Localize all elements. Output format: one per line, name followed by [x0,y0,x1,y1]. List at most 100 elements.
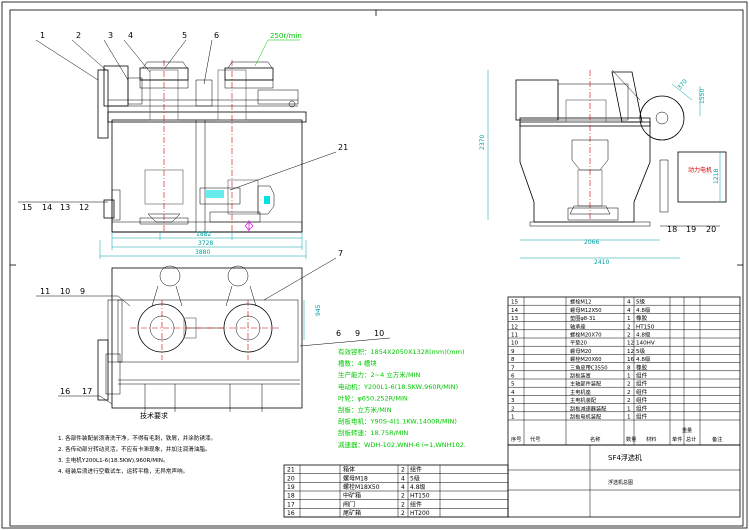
spec-line: 减速器：WDH-102,WNH-6 i=1,WNH102. [338,440,466,449]
bom-main-qty: 12 [627,341,634,347]
plan-view: 945 11 10 9 6 9 10 16 17 [36,265,391,412]
bom-header-weight: 重量 [682,427,692,434]
bom-main-qty: 2 [627,390,631,396]
bom-lower-no: 18 [287,493,295,500]
side-dim-total: 2410 [594,259,609,266]
bom-main-mat: 橡胶 [636,363,648,371]
inner-border [9,9,744,527]
bom-lower-name: 中矿箱 [343,492,361,500]
bom-main-mat: 组件 [636,404,648,412]
callout-11: 11 [40,287,50,296]
bom-main-mat: 组件 [636,413,648,421]
bom-lower-no: 16 [287,510,295,517]
bom-main-mat: HT150 [636,324,655,330]
bom-lower-qty: 2 [401,467,405,474]
spec-line: 有效容积：1854X2050X1328(mm)(mm) [338,347,465,356]
callout-7: 7 [338,249,343,258]
side-dim-height: 2370 [479,135,486,150]
bom-main-no: 7 [511,365,515,371]
bom-lower-qty: 2 [401,510,405,517]
callout-10-right: 10 [374,329,384,338]
callout-5: 5 [182,31,187,40]
bom-main-qty: 1 [627,316,631,322]
technical-notes: 技术要求 1. 各部件装配前须清洗干净，不得有毛刺，铁屑，并涂防锈漆。2. 各传… [58,411,216,475]
callout-6: 6 [214,31,219,40]
bom-lower-name: 螺母M18 [343,474,368,482]
front-dim-3: 3880 [195,249,210,256]
motor-label: 动力电机 [688,166,712,174]
callout-19: 19 [686,225,696,234]
bom-main-name: 螺栓M12 [570,298,591,306]
specifications: 有效容积：1854X2050X1328(mm)(mm)槽数：4 槽块生产能力：2… [338,347,466,449]
bom-header-cell: 总计 [686,435,696,443]
bom-main-name: 螺栓M20X60 [570,355,602,363]
spec-line: 刮板电机：Y90S-4(1.1KW,1400R/MIN) [338,417,457,426]
bom-main-mat: 4.8级 [636,306,651,314]
bom-main-qty: 12 [627,349,634,355]
callout-3: 3 [108,31,113,40]
bom-header-cell: 单件 [672,435,682,443]
front-callouts-top: 1 2 3 4 5 6 [35,31,219,85]
bom-lower-no: 19 [287,484,295,491]
bom-main-mat: 橡胶 [636,314,648,322]
bom-main-no: 9 [511,349,515,355]
callout-6-right: 6 [336,329,341,338]
bom-main-no: 13 [511,316,519,322]
bom-main-name: 垫圈φ8-31 [570,314,596,322]
bom-lower-mat: 5级 [410,474,420,482]
front-dim-1: 1882 [196,231,211,238]
callout-9-right: 9 [355,329,360,338]
bom-main-name: 主电机装配 [570,396,597,404]
spec-line: 电动机：Y200L1-6(18.5KW,960R/MIN) [338,382,458,391]
bom-lower-mat: 组件 [410,466,422,474]
side-dim-bottom: 2066 [584,239,599,246]
callout-18: 18 [667,225,677,234]
spec-line: 生产能力：2~4 立方米/MIN [338,370,420,379]
side-view: 动力电机 2370 2066 2410 1550 370 1218 18 19 … [479,69,727,266]
bom-lower-mat: 组件 [410,500,422,508]
bom-lower-name: 尾矿箱 [343,509,361,517]
bom-main-no: 15 [511,300,519,306]
callout-13: 13 [60,203,70,212]
bom-main-qty: 16 [627,357,635,363]
bom-header-cell: 备注 [712,435,722,443]
bom-lower-qty: 4 [401,475,405,482]
callout-10-left: 10 [60,287,70,296]
bom-lower-mat: HT200 [410,510,430,517]
note-item: 3. 主电机Y200L1-6(18.5KW),960R/MIN。 [58,456,169,464]
bom-main-mat: 140HV [636,341,655,347]
bom-main-no: 1 [511,415,515,421]
bom-main-name: 主电机座 [570,388,591,396]
callout-1: 1 [40,31,45,40]
bom-main-qty: 1 [627,374,631,380]
bom-main-name: 主轴部件装配 [570,380,602,388]
callout-4: 4 [128,31,133,40]
bom-main-no: 14 [511,308,519,314]
callout-16: 16 [60,387,70,396]
bom-lower-no: 21 [287,467,295,474]
bom-main-mat: 组件 [636,396,648,404]
bom-lower-name: 螺栓M18X50 [343,483,380,491]
bom-main-qty: 2 [627,382,631,388]
title-block: SF4浮选机 浮选机总图 [507,444,741,518]
bom-main-qty: 1 [627,415,631,421]
callout-12: 12 [79,203,89,212]
bom-main-no: 2 [511,406,515,412]
bom-main-qty: 4 [627,308,631,314]
bom-main-qty: 1 [627,406,631,412]
spec-line: 刮板：立方米/MIN [338,405,392,414]
bom-main-qty: 8 [627,365,631,371]
bom-main-no: 6 [511,374,515,380]
callout-14: 14 [42,203,52,212]
bom-main-mat: 组件 [636,380,648,388]
bom-main-mat: 4.8级 [636,331,651,339]
bom-main-name: 刮板装置 [570,372,591,380]
bom-main-name: 螺母M20 [570,347,591,355]
bom-main-no: 11 [511,333,519,339]
bom-main-name: 轴承座 [570,322,586,330]
bom-main-no: 10 [511,341,519,347]
bom-lower-no: 17 [287,501,295,508]
